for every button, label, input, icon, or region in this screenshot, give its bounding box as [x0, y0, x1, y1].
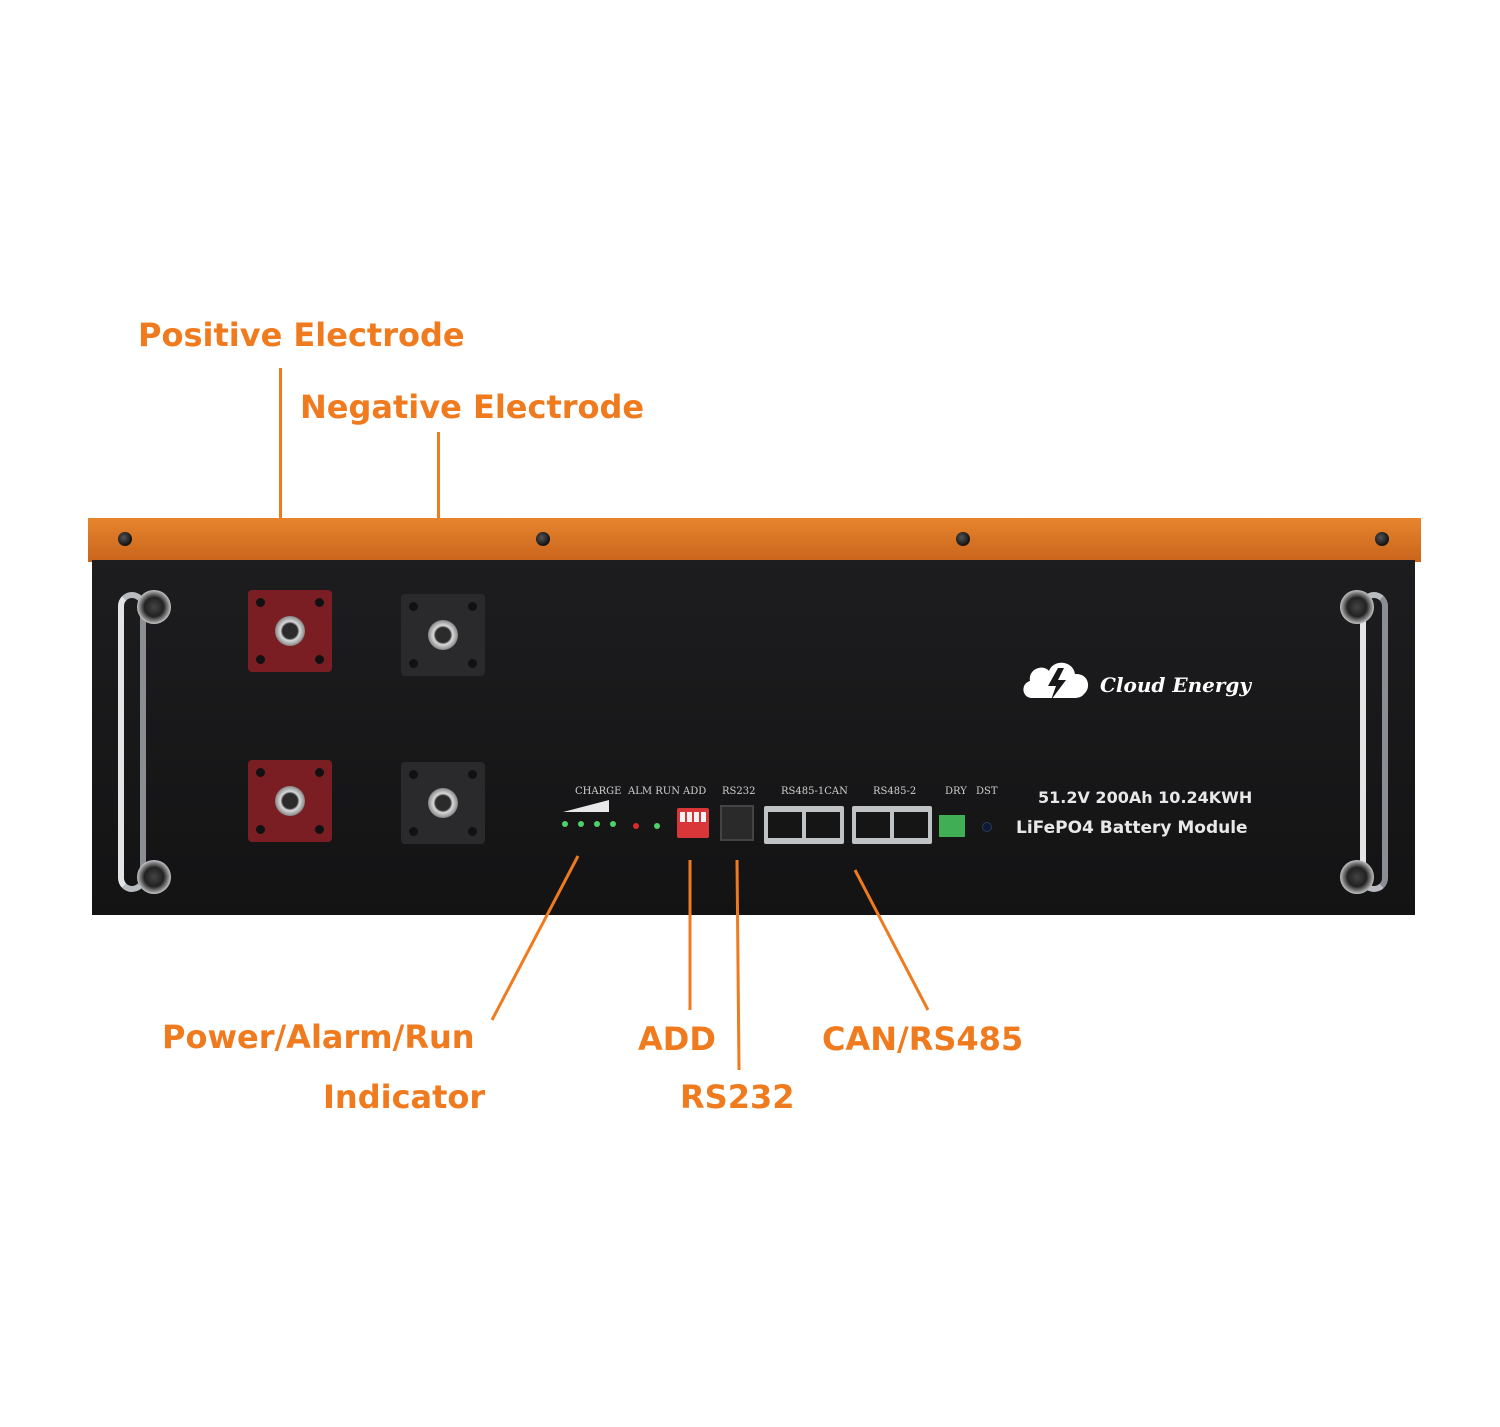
rs485-1can-ports[interactable]	[764, 806, 844, 844]
positive-electrode-leader	[279, 368, 282, 581]
add-callout-label: ADD	[638, 1020, 716, 1058]
indicator-label-line1: Power/Alarm/Run	[162, 1018, 475, 1056]
indicator-label-line2: Indicator	[323, 1078, 486, 1116]
terminal-bolt	[428, 788, 458, 818]
top-rail	[88, 518, 1421, 562]
negative-electrode-leader	[437, 432, 440, 580]
spec-line-2: LiFePO4 Battery Module	[1016, 818, 1248, 838]
run-led	[654, 823, 660, 829]
rs232-callout-label: RS232	[680, 1078, 795, 1116]
right-handle-mount-bottom	[1340, 860, 1374, 894]
brand-name: Cloud Energy	[1100, 673, 1251, 697]
left-handle-mount-top	[137, 590, 171, 624]
add-dip-switch[interactable]	[677, 808, 709, 838]
negative-terminal-bottom	[401, 762, 485, 844]
spec-line-1: 51.2V 200Ah 10.24KWH	[1038, 788, 1253, 807]
rail-screw	[118, 532, 132, 546]
rs485-2-label: RS485-2	[873, 786, 917, 797]
terminal-bolt	[428, 620, 458, 650]
rail-screw	[1375, 532, 1389, 546]
dst-button[interactable]	[982, 822, 992, 832]
alm-run-label: ALM RUN	[628, 786, 680, 797]
charge-label: CHARGE	[575, 786, 622, 797]
left-handle	[118, 592, 146, 892]
rail-screw	[956, 532, 970, 546]
charge-led	[578, 821, 584, 827]
cloud-logo-icon	[1023, 662, 1089, 700]
rs232-port[interactable]	[720, 805, 754, 841]
charge-led	[594, 821, 600, 827]
terminal-bolt	[275, 616, 305, 646]
positive-electrode-label: Positive Electrode	[138, 316, 465, 354]
rs232-label: RS232	[722, 786, 756, 797]
negative-terminal-top	[401, 594, 485, 676]
rail-screw	[536, 532, 550, 546]
alarm-led	[633, 823, 639, 829]
right-handle	[1360, 592, 1388, 892]
positive-terminal-bottom	[248, 760, 332, 842]
charge-led	[562, 821, 568, 827]
dry-contact-terminal[interactable]	[939, 815, 965, 837]
terminal-bolt	[275, 786, 305, 816]
charge-ramp-icon	[563, 800, 609, 812]
rs485-1can-label: RS485-1CAN	[781, 786, 848, 797]
negative-electrode-label: Negative Electrode	[300, 388, 645, 426]
positive-terminal-top	[248, 590, 332, 672]
add-label: ADD	[683, 786, 707, 797]
dst-label: DST	[976, 786, 998, 797]
dry-label: DRY	[945, 786, 967, 797]
can-rs485-callout-label: CAN/RS485	[822, 1020, 1024, 1058]
right-handle-mount-top	[1340, 590, 1374, 624]
charge-led	[610, 821, 616, 827]
left-handle-mount-bottom	[137, 860, 171, 894]
rs485-2-ports[interactable]	[852, 806, 932, 844]
